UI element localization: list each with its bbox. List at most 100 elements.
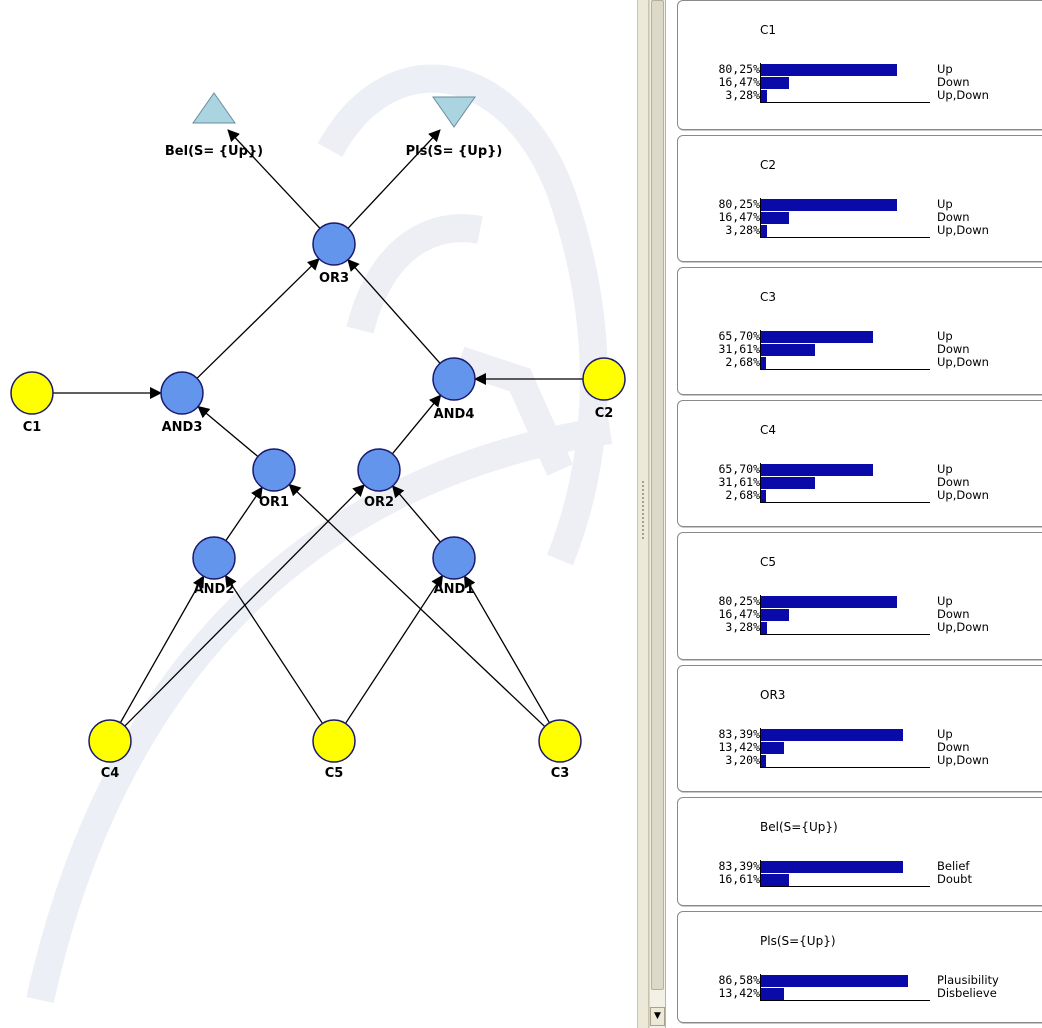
probability-bar [761,988,784,1000]
state-label: Down [937,740,970,754]
monitor-row: 65,70%Up [678,330,1042,343]
edge-and1-to-or2 [391,485,441,543]
probability-bar [761,90,767,102]
pane-splitter[interactable] [637,0,649,1028]
probability-value: 16,61% [718,872,760,886]
chance-node-circle-icon [538,719,582,763]
node-label: Pls(S= {Up}) [406,144,503,159]
state-label: Doubt [937,872,972,886]
monitor-title: Pls(S={Up}) [760,934,836,948]
node-c2[interactable]: C2 [582,357,626,421]
probability-value: 16,47% [718,75,760,89]
node-c1[interactable]: C1 [10,371,54,435]
state-label: Up [937,197,953,211]
scroll-down-arrow-icon[interactable]: ▼ [650,1007,665,1026]
node-and3[interactable]: AND3 [160,371,204,435]
monitor-axis-vertical [760,330,761,369]
chance-node-circle-icon [582,357,626,401]
probability-bar [761,225,767,237]
monitor-row: 65,70%Up [678,463,1042,476]
monitor-axis-baseline [760,767,930,768]
monitor-title: C3 [760,290,777,304]
vertical-scrollbar[interactable]: ▼ [649,0,666,1028]
splitter-grip-icon[interactable] [641,480,645,540]
monitor-axis-baseline [760,102,930,103]
probability-bar [761,212,789,224]
node-label: OR2 [364,495,394,510]
state-label: Up,Down [937,488,989,502]
node-c5[interactable]: C5 [312,719,356,781]
probability-value: 13,42% [718,986,760,1000]
node-pls[interactable]: Pls(S= {Up}) [406,96,503,159]
probability-bar [761,874,790,886]
monitor-title: C1 [760,23,777,37]
monitor-row: 2,68%Up,Down [678,489,1042,502]
scrollbar-thumb[interactable] [651,0,664,990]
node-c3[interactable]: C3 [538,719,582,781]
state-label: Up [937,462,953,476]
probability-bar [761,755,767,767]
monitor-axis-baseline [760,237,930,238]
probability-value: 80,25% [718,594,760,608]
probability-bar [761,729,903,741]
gate-node-circle-icon [312,222,356,266]
probability-bar [761,490,766,502]
node-label: C3 [551,766,570,781]
monitor-axis-vertical [760,728,761,767]
node-label: C5 [325,766,344,781]
monitor-row: 3,28%Up,Down [678,89,1042,102]
triangle-up-icon [192,92,236,124]
monitor-axis-baseline [760,886,930,887]
monitor-axis-vertical [760,198,761,237]
node-c4[interactable]: C4 [88,719,132,781]
gate-node-circle-icon [192,536,236,580]
node-or2[interactable]: OR2 [357,448,401,510]
edge-or3-to-bel [227,129,321,229]
probability-bar [761,331,873,343]
probability-bar [761,596,898,608]
edge-and4-to-or3 [347,258,441,364]
gate-node-circle-icon [252,448,296,492]
monitor-row: 31,61%Down [678,343,1042,356]
state-label: Up [937,594,953,608]
edge-c3-to-and1 [463,575,551,724]
node-or1[interactable]: OR1 [252,448,296,510]
monitor-row: 83,39%Up [678,728,1042,741]
state-label: Belief [937,859,970,873]
state-label: Disbelieve [937,986,997,1000]
node-and1[interactable]: AND1 [432,536,476,597]
chance-node-circle-icon [10,371,54,415]
node-label: AND3 [162,420,203,435]
monitor-row: 3,20%Up,Down [678,754,1042,767]
node-and4[interactable]: AND4 [432,357,476,422]
monitor-row: 31,61%Down [678,476,1042,489]
node-and2[interactable]: AND2 [192,536,236,597]
edge-or3-to-pls [347,129,441,229]
node-label: Bel(S= {Up}) [165,144,263,159]
probability-bar [761,199,898,211]
gate-node-circle-icon [432,357,476,401]
node-or3[interactable]: OR3 [312,222,356,286]
state-label: Plausibility [937,973,999,987]
node-bel[interactable]: Bel(S= {Up}) [165,92,263,159]
probability-value: 80,25% [718,62,760,76]
node-label: C2 [595,406,614,421]
monitor-axis-baseline [760,634,930,635]
edges-layer [53,129,583,728]
node-label: AND1 [434,582,475,597]
probability-bar [761,357,766,369]
triangle-down-icon [432,96,476,128]
state-label: Up,Down [937,753,989,767]
probability-bar [761,477,815,489]
monitor-title: C5 [760,555,777,569]
